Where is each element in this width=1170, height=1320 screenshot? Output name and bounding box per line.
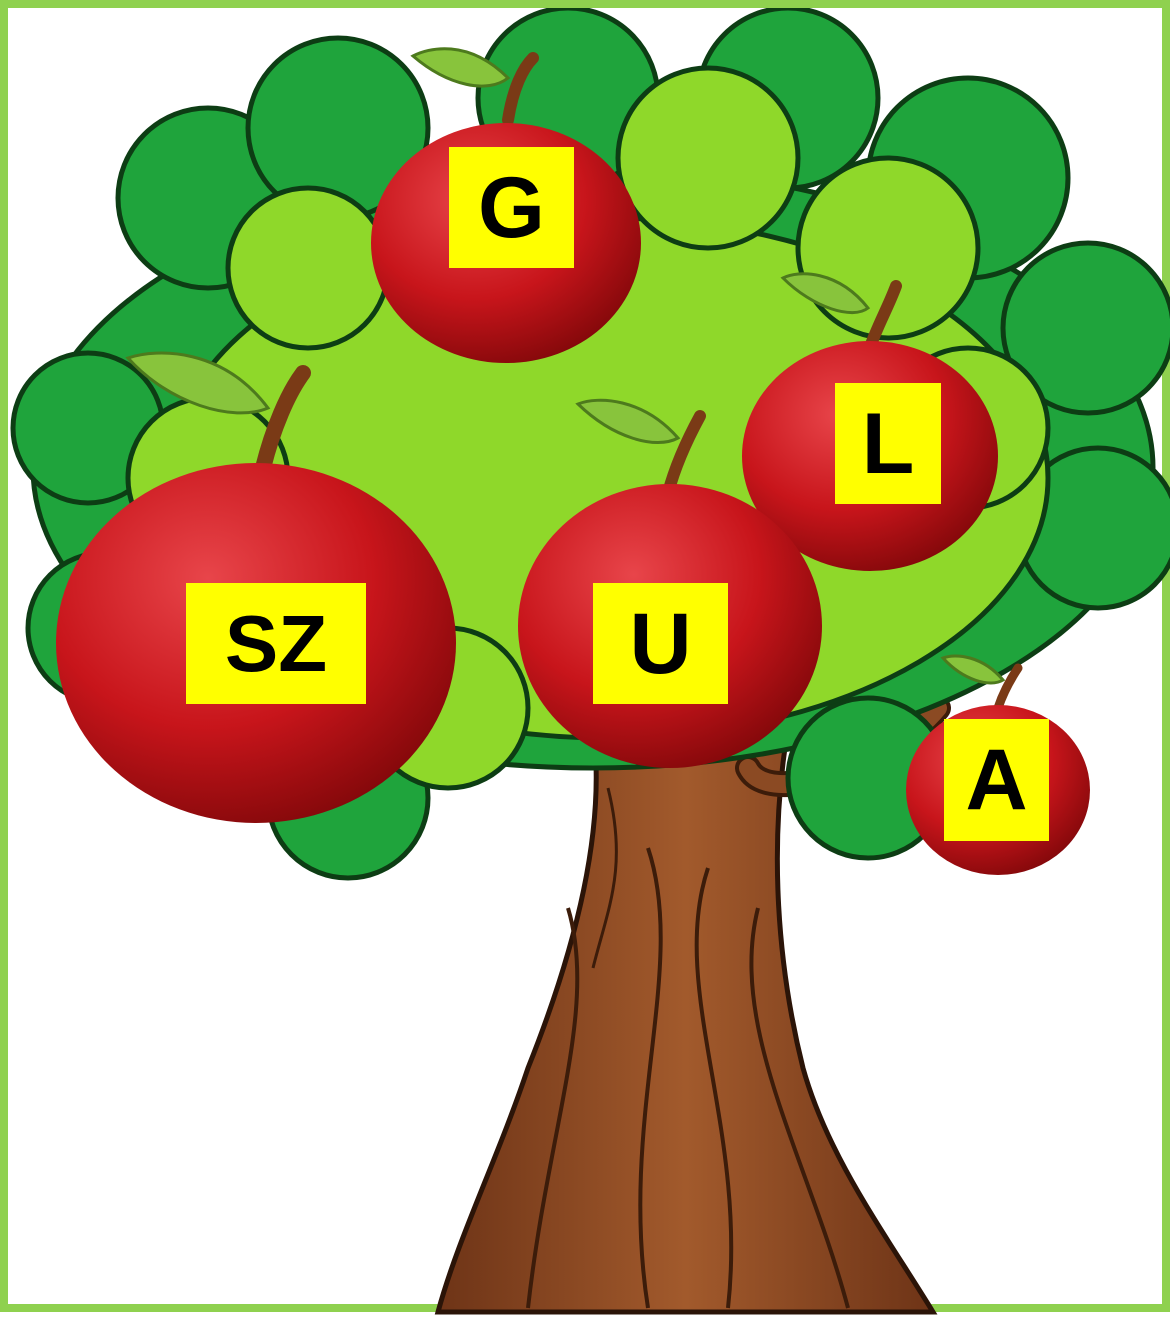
letter-tile-g: G bbox=[449, 147, 574, 268]
letter-tile-u: U bbox=[593, 583, 728, 704]
letter-tile-l: L bbox=[835, 383, 941, 504]
letter-l: L bbox=[861, 395, 915, 492]
letter-u: U bbox=[629, 595, 692, 692]
apple-tree-illustration bbox=[10, 8, 1170, 1315]
letter-a: A bbox=[965, 732, 1028, 828]
letter-sz: SZ bbox=[224, 598, 328, 688]
letter-tile-a: A bbox=[944, 719, 1049, 841]
letter-g: G bbox=[478, 159, 545, 256]
letter-tile-sz: SZ bbox=[186, 583, 366, 704]
